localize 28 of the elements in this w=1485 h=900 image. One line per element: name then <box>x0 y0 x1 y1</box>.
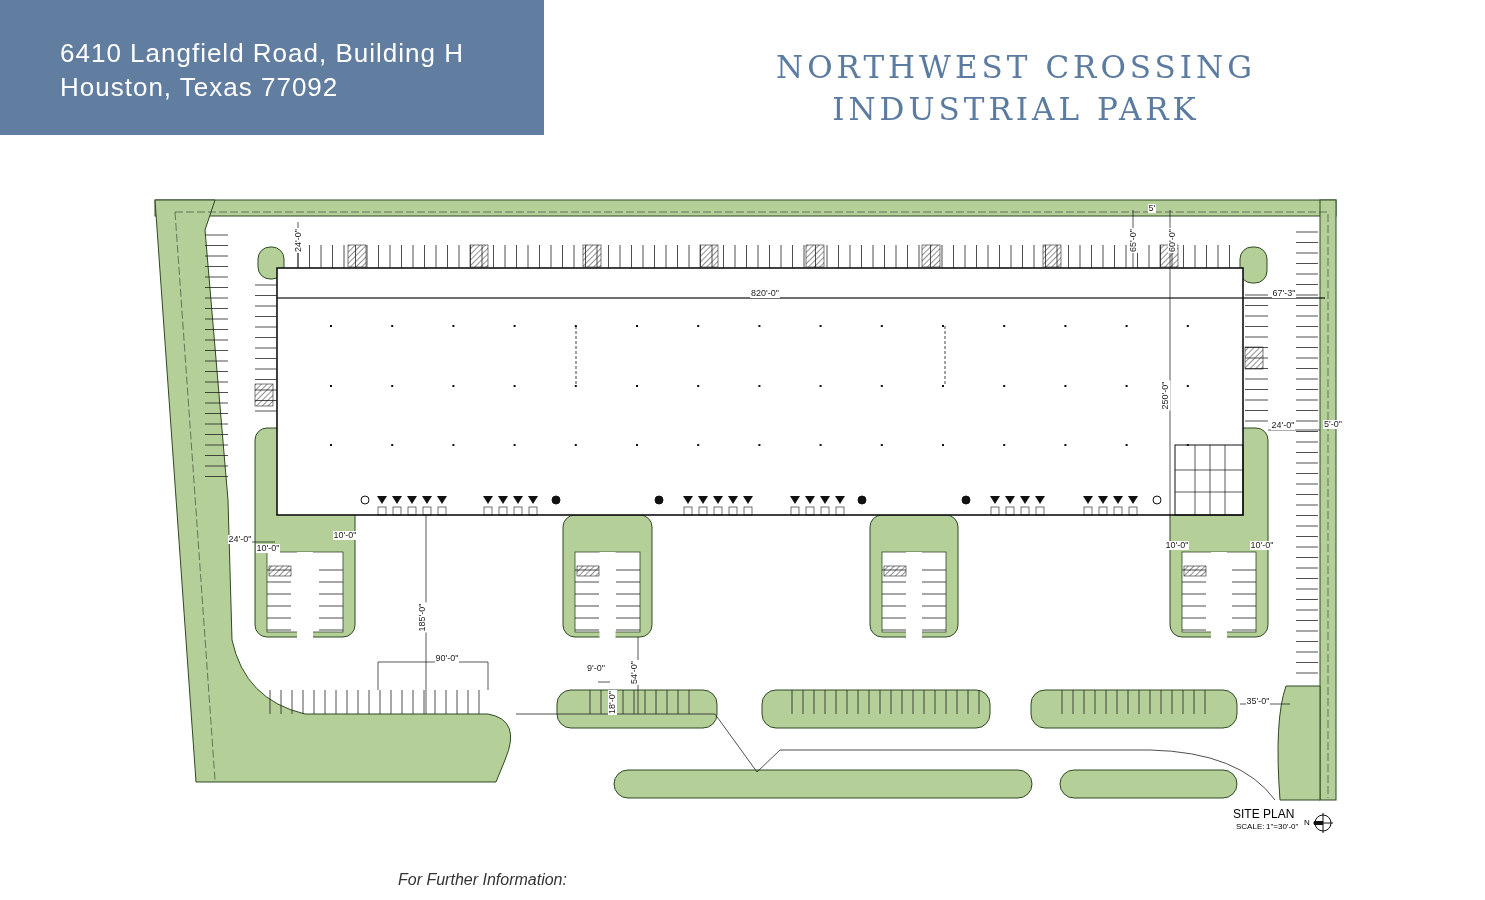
dimension-label: 24'-0" <box>1270 420 1296 430</box>
scale-value: 1"=30'-0" <box>1266 823 1299 831</box>
drawing-title: SITE PLAN <box>1233 808 1295 820</box>
dimension-label: 10'-0" <box>255 543 281 553</box>
dimension-label: 5'-0" <box>1323 419 1343 429</box>
dimension-label: 185'-0" <box>418 602 428 632</box>
dimension-label: 820'-0" <box>750 288 780 298</box>
dimension-label: 9'-0" <box>586 663 606 673</box>
dimension-label: 250'-0" <box>1161 380 1171 410</box>
dimension-label: 24'-0" <box>227 534 253 544</box>
dimension-label: 5' <box>1147 203 1157 213</box>
dimension-label: 10'-0" <box>1164 540 1190 550</box>
scale-label: SCALE: <box>1236 823 1265 831</box>
dimension-label: 18'-0" <box>607 689 617 715</box>
address-line: 6410 Langfield Road, Building H <box>60 40 464 66</box>
dimension-label: 60'-0" <box>1167 227 1177 253</box>
address-line: Houston, Texas 77092 <box>60 74 339 100</box>
dimension-label: 10'-0" <box>1249 540 1275 550</box>
dimension-label: 54'-0" <box>629 659 639 685</box>
dimension-label: 10'-0" <box>332 530 358 540</box>
north-label: N <box>1304 819 1310 827</box>
dimension-label: 90'-0" <box>434 653 460 663</box>
park-title: NORTHWEST CROSSING INDUSTRIAL PARK <box>775 48 1257 129</box>
dimension-label: 65'-0" <box>1128 227 1138 253</box>
contact-heading: For Further Information: <box>398 872 567 888</box>
dimension-label: 67'-3" <box>1271 288 1297 298</box>
dimension-label: 24'-0" <box>293 227 303 253</box>
dimension-label: 35'-0" <box>1245 696 1271 706</box>
